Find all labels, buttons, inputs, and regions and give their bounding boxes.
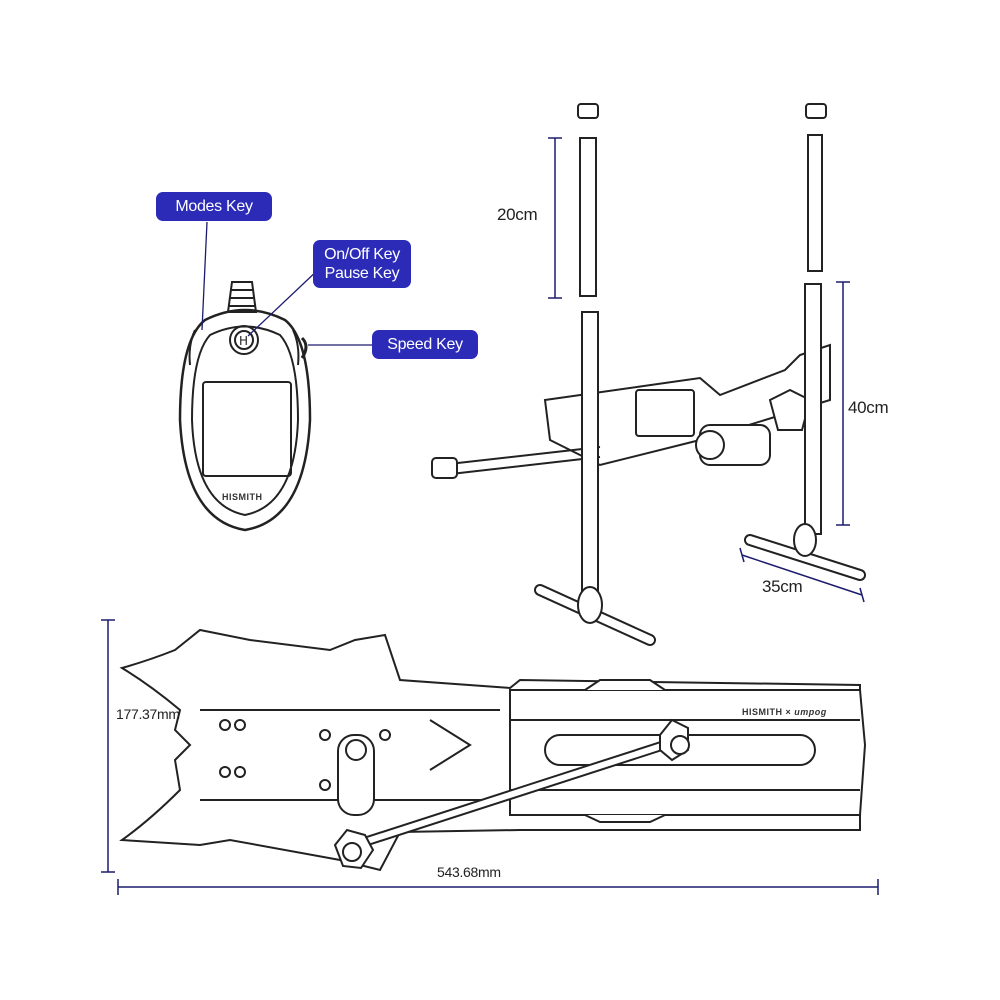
- onoff-key-label: On/Off Key: [324, 246, 400, 263]
- pause-key-label: Pause Key: [324, 265, 400, 282]
- body-height-dimension: 177.37mm: [116, 706, 180, 722]
- body-brand-logo: HISMITH × umpog: [742, 707, 827, 717]
- speed-key-label: Speed Key: [387, 336, 463, 353]
- stand-dimension-lines: [548, 137, 865, 603]
- svg-text:H: H: [239, 334, 248, 348]
- machine-stand: [431, 103, 866, 646]
- onoff-key-callout: On/Off Key Pause Key: [313, 240, 411, 288]
- body-length-dimension: 543.68mm: [437, 864, 501, 880]
- extension-length-dimension: 20cm: [497, 205, 538, 224]
- remote-control: H: [178, 281, 312, 532]
- modes-key-callout: Modes Key: [156, 192, 272, 221]
- remote-brand-logo: HISMITH: [222, 492, 263, 502]
- speed-key-callout: Speed Key: [372, 330, 478, 359]
- machine-body-topview: [119, 628, 867, 872]
- base-width-dimension: 35cm: [762, 577, 803, 596]
- callout-leaders: [201, 221, 372, 346]
- modes-key-label: Modes Key: [175, 198, 253, 215]
- pole-height-dimension: 40cm: [848, 398, 889, 417]
- body-dimension-lines: [101, 619, 879, 895]
